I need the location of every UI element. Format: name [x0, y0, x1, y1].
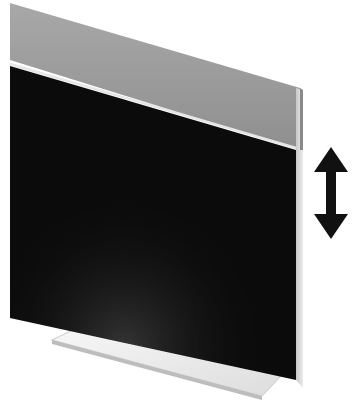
monitor-screen — [9, 62, 297, 380]
monitor-side-edge — [296, 88, 303, 388]
double-vertical-arrow-icon — [314, 147, 348, 239]
raised-band — [10, 3, 300, 150]
